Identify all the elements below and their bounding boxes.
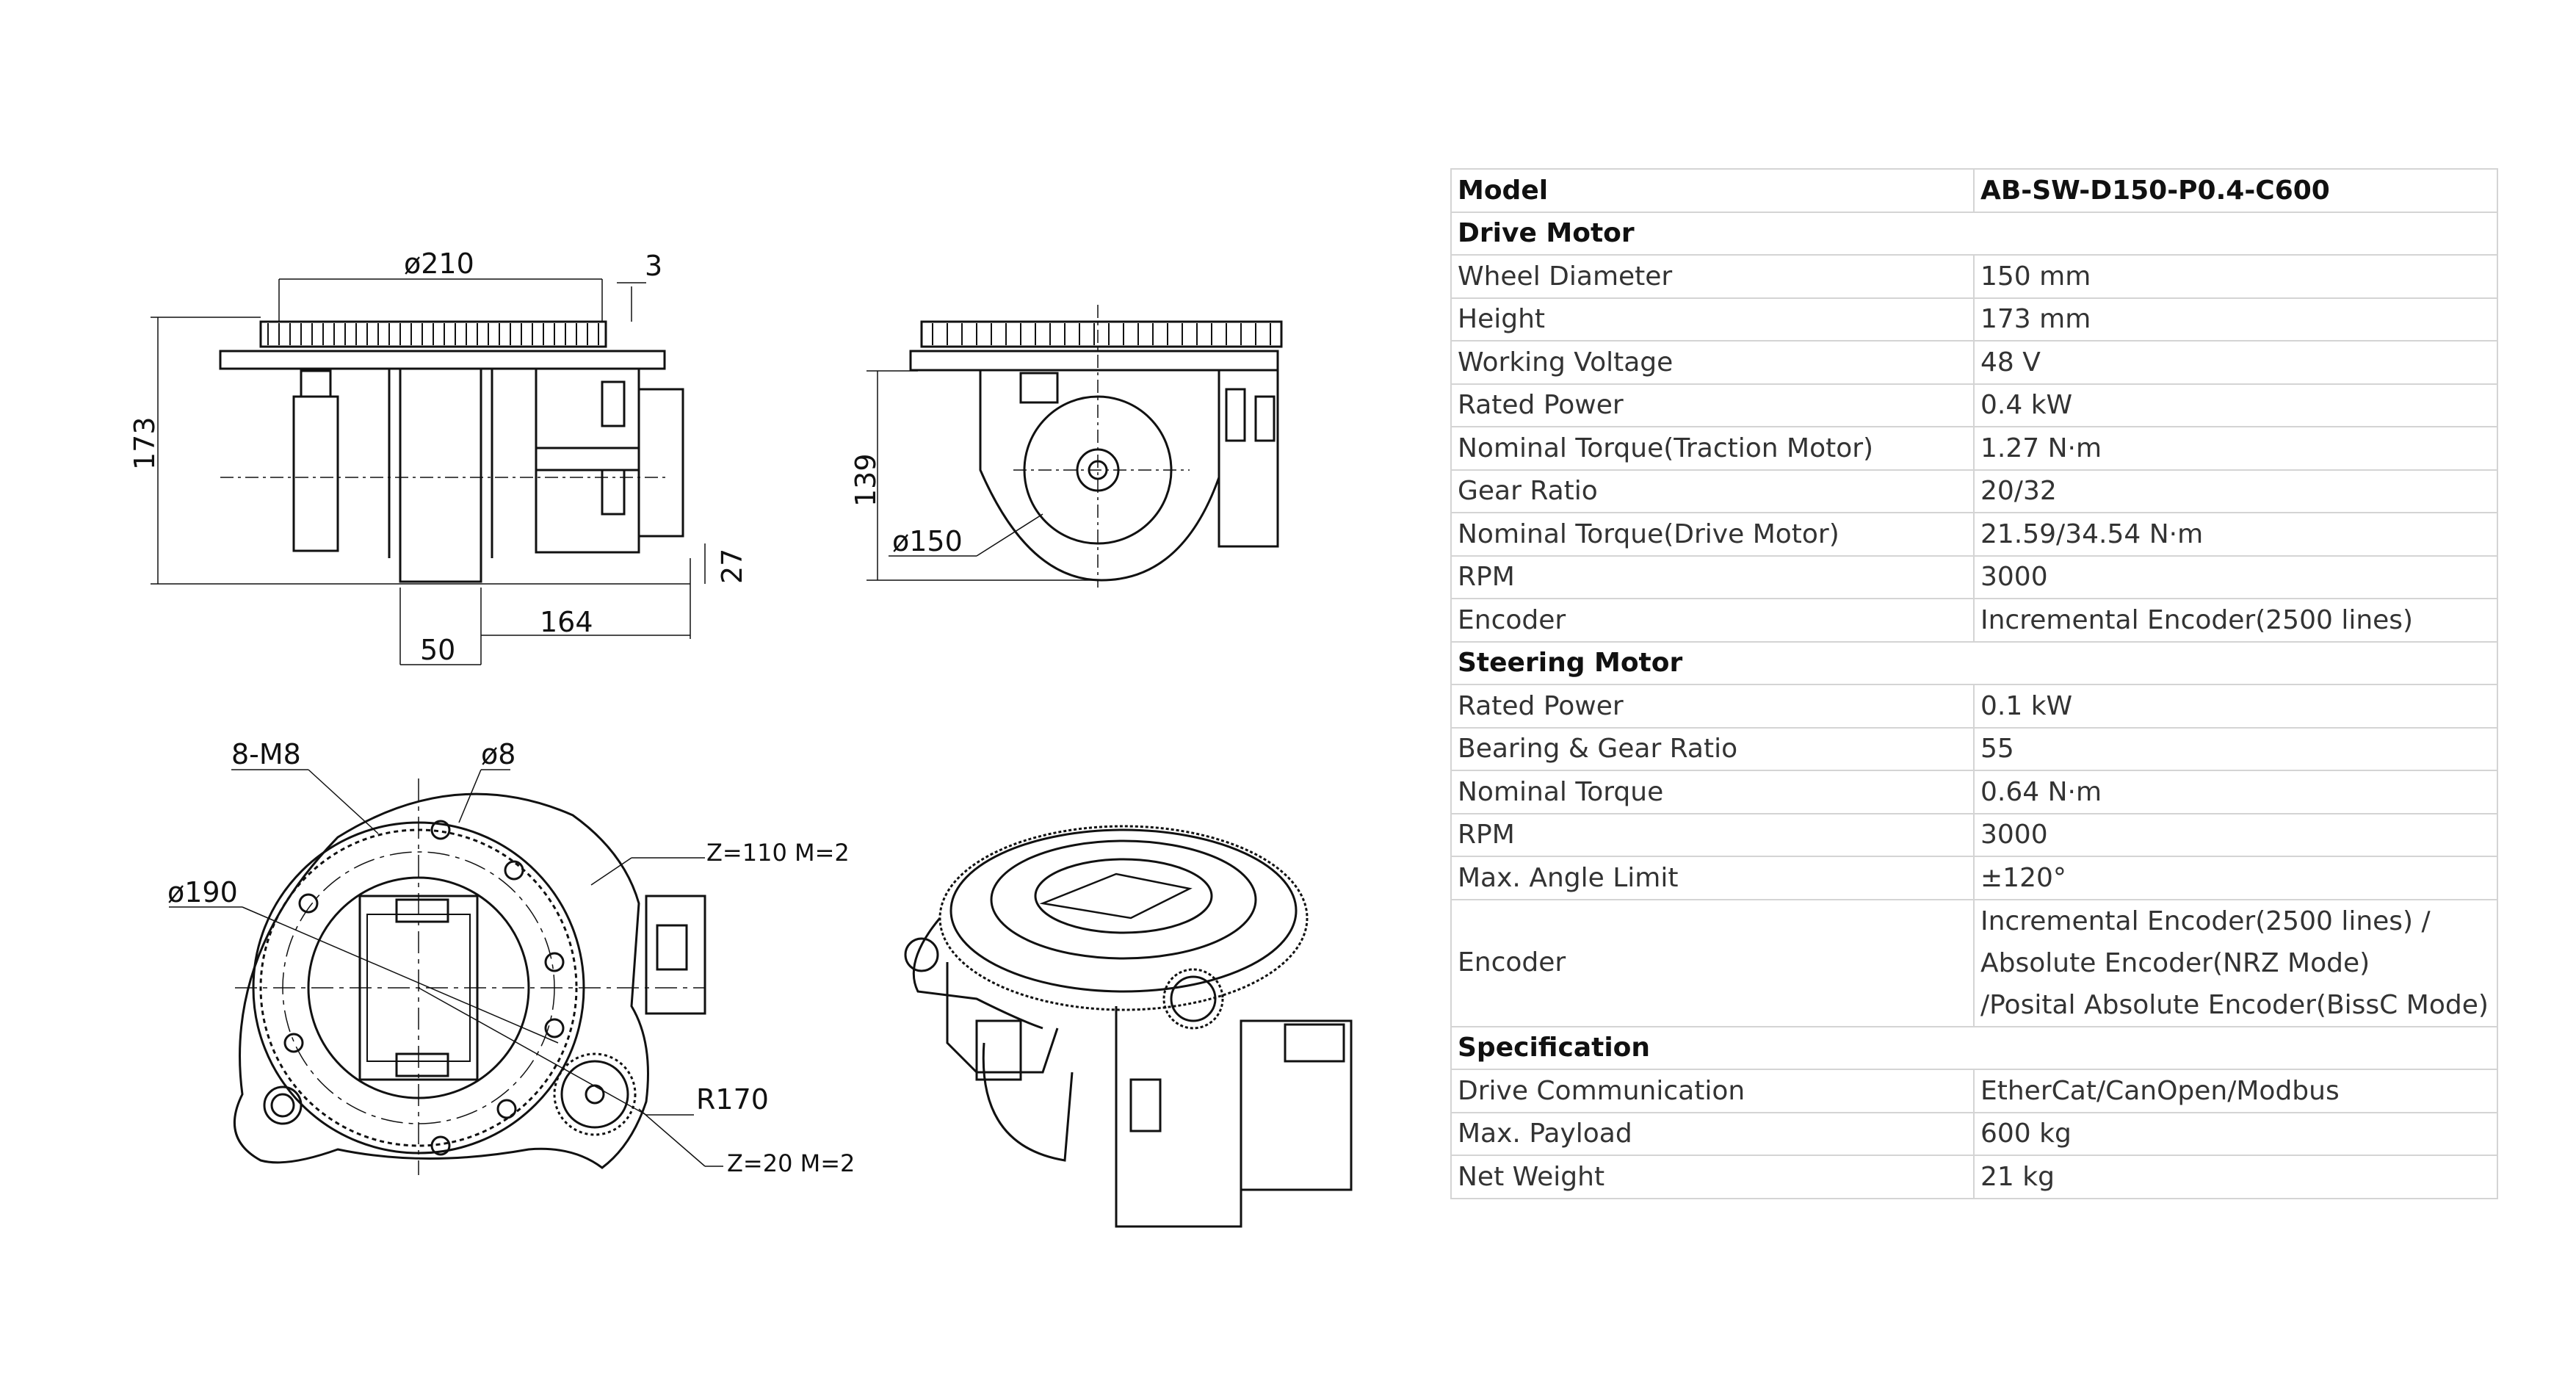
dim-side-height: 173 — [129, 416, 161, 470]
section-title: Specification — [1450, 1025, 2498, 1070]
section-steering-motor: Steering Motor — [1450, 640, 2498, 685]
row-value: 20/32 — [1973, 469, 2498, 513]
encoder-line: Absolute Encoder(NRZ Mode) — [1980, 947, 2370, 978]
dim-front-dia: ø150 — [892, 525, 963, 557]
dim-side-width1: 164 — [540, 606, 593, 638]
top-view — [169, 769, 723, 1175]
row-label: Encoder — [1450, 598, 1975, 643]
row-label: Max. Payload — [1450, 1111, 1975, 1156]
row-label: Bearing & Gear Ratio — [1450, 726, 1975, 771]
row-value: 1.27 N·m — [1973, 426, 2498, 471]
row-value: EtherCat/CanOpen/Modbus — [1973, 1069, 2498, 1113]
row-label: Height — [1450, 297, 1975, 342]
row-label: RPM — [1450, 554, 1975, 599]
technical-drawing: ø210 3 173 27 164 50 139 ø150 8-M8 ø8 Z=… — [129, 248, 1353, 1228]
dim-top-gear1: Z=110 M=2 — [706, 839, 850, 867]
dim-top-circle: ø190 — [167, 876, 238, 908]
section-title: Drive Motor — [1450, 211, 2498, 256]
row-label: Nominal Torque(Drive Motor) — [1450, 512, 1975, 557]
row-value: 600 kg — [1973, 1111, 2498, 1156]
row-value: 48 V — [1973, 340, 2498, 385]
row-value: 0.64 N·m — [1973, 770, 2498, 814]
section-drive-motor: Drive Motor — [1450, 211, 2498, 256]
model-row: Model AB-SW-D150-P0.4-C600 — [1450, 168, 2498, 213]
row-label: Net Weight — [1450, 1155, 1975, 1199]
dim-side-width2: 50 — [420, 634, 455, 666]
model-value: AB-SW-D150-P0.4-C600 — [1973, 168, 2498, 213]
section-title: Steering Motor — [1450, 640, 2498, 685]
row-value-multiline: Incremental Encoder(2500 lines) / Absolu… — [1973, 898, 2498, 1027]
row-label: RPM — [1450, 812, 1975, 857]
table-row-encoder: Encoder Incremental Encoder(2500 lines) … — [1450, 898, 2498, 1027]
dim-side-offset: 3 — [645, 250, 662, 282]
row-value: 150 mm — [1973, 254, 2498, 299]
row-label: Nominal Torque — [1450, 770, 1975, 814]
row-value: 55 — [1973, 726, 2498, 771]
row-label: Gear Ratio — [1450, 469, 1975, 513]
spec-table: Model AB-SW-D150-P0.4-C600 Drive Motor W… — [1450, 168, 2498, 1199]
row-value: ±120° — [1973, 856, 2498, 900]
side-view — [151, 278, 706, 665]
isometric-view — [904, 825, 1353, 1228]
row-value: 0.1 kW — [1973, 684, 2498, 729]
row-label: Rated Power — [1450, 383, 1975, 427]
dim-side-bottom: 27 — [716, 549, 748, 584]
dim-top-radius: R170 — [696, 1083, 769, 1116]
model-label: Model — [1450, 168, 1975, 213]
dim-top-gear2: Z=20 M=2 — [727, 1149, 855, 1177]
row-value: 173 mm — [1973, 297, 2498, 342]
dim-front-height: 139 — [850, 453, 882, 507]
encoder-line: Incremental Encoder(2500 lines) / — [1980, 906, 2431, 936]
table-row: Nominal Torque(Traction Motor)1.27 N·m — [1450, 426, 2498, 471]
row-label: Max. Angle Limit — [1450, 856, 1975, 900]
row-value: 3000 — [1973, 812, 2498, 857]
row-label: Encoder — [1450, 898, 1975, 1027]
row-value: 3000 — [1973, 554, 2498, 599]
row-label: Working Voltage — [1450, 340, 1975, 385]
dim-top-pin: ø8 — [481, 738, 515, 770]
row-value: 0.4 kW — [1973, 383, 2498, 427]
row-label: Wheel Diameter — [1450, 254, 1975, 299]
table-row: Max. Angle Limit±120° — [1450, 856, 2498, 900]
dim-side-dia: ø210 — [404, 248, 474, 280]
row-value: 21.59/34.54 N·m — [1973, 512, 2498, 557]
row-label: Rated Power — [1450, 684, 1975, 729]
row-label: Drive Communication — [1450, 1069, 1975, 1113]
encoder-line: /Posital Absolute Encoder(BissC Mode) — [1980, 989, 2489, 1020]
row-value: Incremental Encoder(2500 lines) — [1973, 598, 2498, 643]
row-value: 21 kg — [1973, 1155, 2498, 1199]
dim-top-holes: 8-M8 — [231, 738, 301, 770]
row-label: Nominal Torque(Traction Motor) — [1450, 426, 1975, 471]
table-row: Nominal Torque(Drive Motor)21.59/34.54 N… — [1450, 512, 2498, 557]
section-specification: Specification — [1450, 1025, 2498, 1070]
front-view — [866, 305, 1283, 588]
